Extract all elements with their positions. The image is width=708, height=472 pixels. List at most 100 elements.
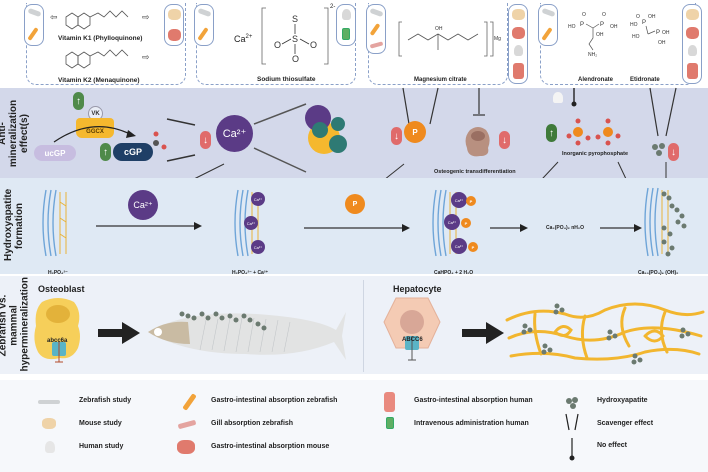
svg-text:O: O xyxy=(602,12,606,18)
legend-label: Gastro-intestinal absorption zebrafish xyxy=(211,397,338,404)
thiosulfate-structure: S S O O O xyxy=(261,7,329,65)
reaction-arrow xyxy=(96,222,202,230)
phosphate-ion: P xyxy=(466,196,476,206)
collagen-fiber-icon xyxy=(42,189,67,257)
calcium-symbol: Ca xyxy=(234,34,246,44)
gi-mouse-icon xyxy=(512,27,525,39)
gi-zebrafish-icon xyxy=(369,23,381,36)
phosphate-ion: P xyxy=(404,121,426,143)
nh2-label: NH₂ xyxy=(588,52,598,58)
legend-label: Intravenous administration human xyxy=(414,420,529,427)
calcium-ion: Ca²⁺ xyxy=(244,216,258,230)
svg-text:P: P xyxy=(580,22,584,28)
gi-zebrafish-icon xyxy=(197,27,209,41)
phosphate-label: P xyxy=(471,244,475,250)
ggcx-label: GGCX xyxy=(86,129,104,135)
zebrafish-skeleton-icon xyxy=(148,311,346,360)
down-regulation-icon: ↓ xyxy=(668,143,679,161)
step-label: Ca₁₀(PO₄)₆ (OH)₂ xyxy=(638,270,679,276)
zebrafish-icon xyxy=(541,7,556,18)
sodium-thiosulfate-label: Sodium thiosulfate xyxy=(257,76,316,83)
abcc6a-label: abcc6a xyxy=(47,338,68,344)
svg-text:OH: OH xyxy=(658,40,666,46)
calcium-ion: Ca²⁺ xyxy=(251,192,265,206)
svg-text:S: S xyxy=(292,34,298,44)
human-icon xyxy=(553,92,563,103)
svg-text:O: O xyxy=(292,54,299,64)
zebrafish-icon xyxy=(27,7,42,18)
phosphate-ion: P xyxy=(468,242,478,252)
carboxyl-group-icon xyxy=(153,131,167,150)
svg-text:O: O xyxy=(582,12,586,18)
svg-text:HO: HO xyxy=(568,24,576,30)
anti-mineralization-band xyxy=(0,88,708,178)
legend-label: Hydroxyapatite xyxy=(597,397,648,404)
no-effect-icon xyxy=(569,438,575,461)
cgp-label: cGP xyxy=(123,147,142,157)
calcium-charge: 2+ xyxy=(245,34,253,40)
reaction-arrow xyxy=(304,224,410,232)
osteoblast-cell-icon xyxy=(34,298,80,363)
down-regulation-icon: ↓ xyxy=(391,127,402,145)
reaction-arrow xyxy=(600,224,642,232)
cgp-pill: cGP xyxy=(113,143,153,161)
calcium-ion: Ca²⁺ xyxy=(216,115,253,152)
legend-label: Scavenger effect xyxy=(597,420,654,427)
mouse-icon xyxy=(512,9,525,20)
calcium-ion-label: Ca²⁺ xyxy=(246,220,256,226)
magnesium-citrate-route-box xyxy=(366,4,386,54)
svg-text:OH: OH xyxy=(596,32,604,38)
magnesium-citrate-label: Magnesium citrate xyxy=(414,77,467,83)
up-regulation-icon: ↑ xyxy=(100,143,111,161)
vitamin-k1-label: Vitamin K1 (Phylloquinone) xyxy=(58,35,143,42)
bisphosphonate-route-box xyxy=(538,4,558,46)
hepatocyte-label: Hepatocyte xyxy=(393,284,442,294)
alendronate-structure: HO O P P O OH OH xyxy=(568,12,618,51)
hypermineralization-row-label: Zebrafish vs. mammal hypermineralization xyxy=(0,276,31,374)
osteogenic-cell-icon xyxy=(465,127,490,157)
phosphate-label: P xyxy=(412,127,418,137)
hydroxyapatite-row-label: Hydroxyapatite formation xyxy=(0,178,28,274)
svg-text:OH: OH xyxy=(610,24,618,30)
no-inhibition-line xyxy=(473,88,485,116)
iv-bag-icon xyxy=(386,417,394,429)
calcium-ion-label: Ca²⁺ xyxy=(454,243,464,249)
mouse-icon xyxy=(686,9,699,20)
svg-text:P: P xyxy=(642,20,646,26)
calcium-ion-label: Ca²⁺ xyxy=(447,219,457,225)
calcium-to-crystal-lines xyxy=(253,103,307,173)
human-icon xyxy=(45,441,55,453)
calcium-ion-label: Ca2+ xyxy=(234,34,252,44)
progression-arrow xyxy=(462,322,504,344)
zebrafish-icon xyxy=(38,400,60,404)
calcium-ion: Ca²⁺ xyxy=(251,240,265,254)
sodium-thiosulfate-route-box xyxy=(194,4,214,46)
sodium-thiosulfate-target-box xyxy=(336,4,356,46)
magnesium-citrate-target-box xyxy=(508,4,528,84)
down-regulation-icon: ↓ xyxy=(499,131,510,149)
calcium-ion-label: Ca²⁺ xyxy=(253,196,263,202)
legend-label: Gastro-intestinal absorption human xyxy=(414,397,533,404)
svg-text:O: O xyxy=(274,40,281,50)
zebrafish-icon xyxy=(197,7,212,18)
svg-text:OH: OH xyxy=(662,30,670,36)
panel-divider xyxy=(363,280,364,372)
svg-text:P: P xyxy=(656,30,660,36)
ucgp-label: ucGP xyxy=(44,148,66,158)
progression-arrow xyxy=(98,322,140,344)
scavenger-effect-lines xyxy=(402,87,439,125)
scavenger-effect-lines xyxy=(649,87,677,137)
calcium-ion-label: Ca²⁺ xyxy=(133,199,153,210)
hydroxyapatite-icon xyxy=(566,397,578,409)
human-icon xyxy=(688,45,697,56)
no-effect-icon xyxy=(571,88,577,107)
hepatocyte-cell-icon xyxy=(383,297,441,361)
osteogenic-label: Osteogenic transdifferentiation xyxy=(434,169,516,175)
etidronate-label: Etidronate xyxy=(630,77,660,83)
svg-text:OH: OH xyxy=(435,26,443,32)
legend-label: Human study xyxy=(79,443,124,450)
legend-label: Mouse study xyxy=(79,420,122,427)
arrow-left-icon: ⇦ xyxy=(50,12,58,22)
reaction-arrow xyxy=(490,224,528,232)
gi-mouse-icon xyxy=(686,27,699,39)
